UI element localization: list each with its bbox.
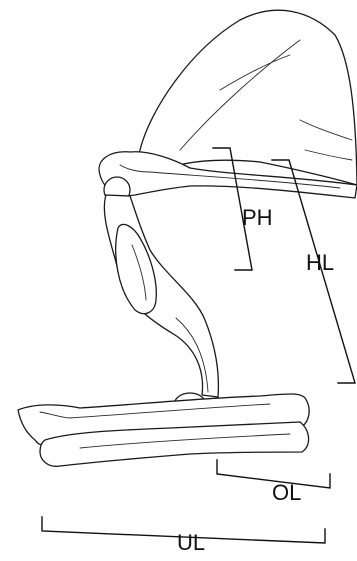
- ul-label: UL: [177, 530, 205, 555]
- hl-label: HL: [306, 250, 334, 275]
- radius: [104, 195, 218, 397]
- ulna: [18, 394, 309, 466]
- ph-label: PH: [242, 205, 273, 230]
- ol-label: OL: [272, 480, 301, 505]
